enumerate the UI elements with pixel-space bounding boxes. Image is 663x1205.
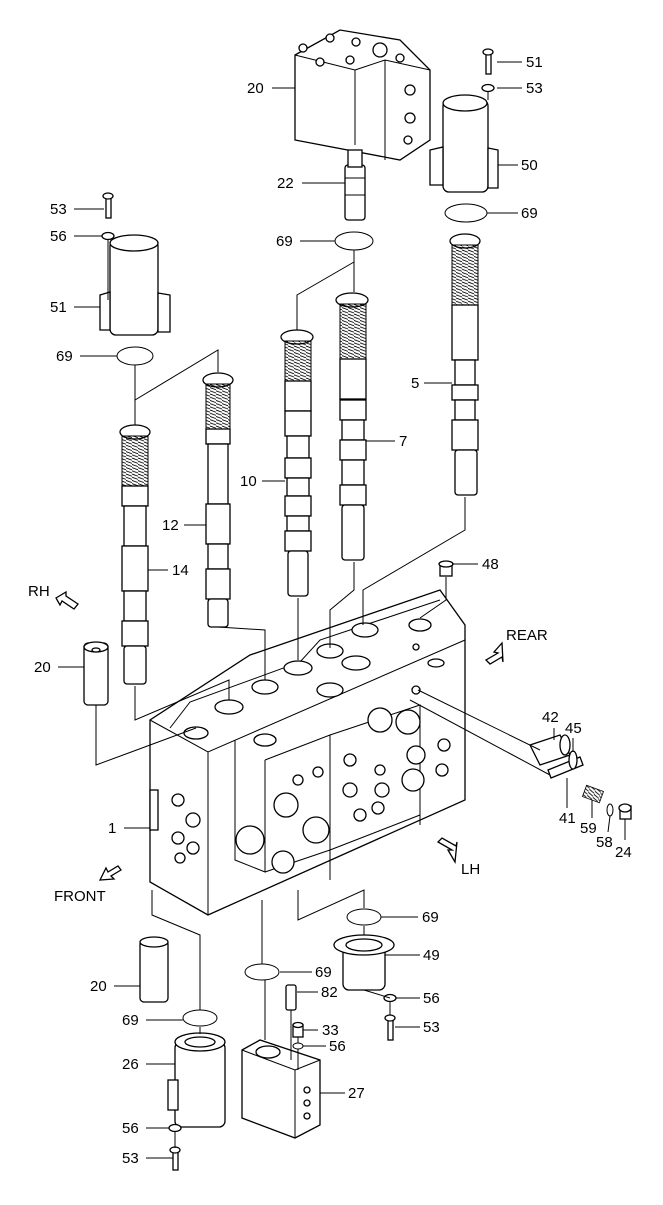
label-56-lower-left: 56: [122, 1120, 139, 1137]
spool-7: [335, 292, 369, 561]
label-26: 22: [277, 175, 294, 192]
pin-82: [285, 984, 297, 1011]
cover-24: [294, 29, 431, 161]
solenoid-51-right: [429, 48, 499, 193]
label-53-lower-right: 53: [423, 1019, 440, 1036]
spool-14: [119, 424, 151, 685]
o-ring-69-left: [116, 346, 154, 366]
label-20-lower: 20: [90, 978, 107, 995]
bolt-53-lower-right: [384, 1014, 396, 1041]
label-22: 26: [122, 1056, 139, 1073]
label-5: 5: [411, 375, 419, 392]
direction-rear: REAR: [506, 627, 548, 644]
label-82: 82: [321, 984, 338, 1001]
label-1: 1: [108, 820, 116, 837]
label-51-left: 51: [50, 299, 67, 316]
label-56-lower-right: 56: [423, 990, 440, 1007]
label-69-center: 69: [276, 233, 293, 250]
plug-20-upper: [83, 641, 109, 706]
label-69-lower-right: 69: [422, 909, 439, 926]
label-69-lower-center: 69: [315, 964, 332, 981]
lh-arrow-icon: [436, 837, 458, 865]
label-69-right: 69: [521, 205, 538, 222]
label-53-left: 53: [50, 201, 67, 218]
o-ring-69-right: [444, 203, 488, 223]
callout-leaders: [58, 61, 626, 1159]
label-51-right: 50: [521, 157, 538, 174]
cover-22: [167, 1032, 226, 1128]
o-ring-59: [292, 1042, 304, 1050]
plug-33: [618, 803, 632, 820]
plug-48: [529, 734, 571, 766]
o-ring-58: [606, 803, 614, 817]
rh-arrow-icon: [55, 590, 79, 610]
label-20-upper: 20: [34, 659, 51, 676]
direction-lh: LH: [461, 861, 480, 878]
washer-56-lower-left: [168, 1123, 182, 1133]
direction-front: FRONT: [54, 888, 106, 905]
label-53-top-right: 51: [526, 54, 543, 71]
label-41: 33: [322, 1022, 339, 1039]
bolt-53-lower-left: [169, 1146, 181, 1171]
spool-5: [449, 233, 481, 496]
spool-10: [280, 329, 314, 597]
label-45: 41: [559, 810, 576, 827]
label-7: 7: [399, 433, 407, 450]
label-10: 10: [240, 473, 257, 490]
label-59: 56: [329, 1038, 346, 1055]
solenoid-51-left: [99, 192, 171, 336]
plug-20-lower: [139, 936, 169, 1003]
plug-41: [292, 1021, 304, 1038]
label-81: 59: [580, 820, 597, 837]
block-27: [241, 1039, 321, 1139]
label-27: 27: [348, 1085, 365, 1102]
label-33: 24: [615, 844, 632, 861]
o-ring-69-center: [334, 231, 374, 251]
spring-81: [581, 784, 605, 804]
label-42: 48: [482, 556, 499, 573]
label-69-lower-left: 69: [122, 1012, 139, 1029]
label-12: 12: [162, 517, 179, 534]
label-14: 14: [172, 562, 189, 579]
spring-49: [568, 750, 578, 770]
label-56-top-right: 53: [526, 80, 543, 97]
assembly-lines: [95, 92, 551, 1148]
o-ring-69-lower-left: [182, 1009, 218, 1027]
rear-arrow-icon: [484, 641, 504, 665]
label-69-left: 69: [56, 348, 73, 365]
front-arrow-icon: [98, 865, 122, 881]
o-ring-69-lower-center: [244, 963, 280, 981]
direction-rh: RH: [28, 583, 50, 600]
spool-26: [344, 149, 366, 221]
check-valve-42: [438, 560, 454, 577]
cover-50: [333, 934, 395, 991]
spool-12: [202, 372, 234, 628]
label-53-lower-left: 53: [122, 1150, 139, 1167]
main-valve-body: [149, 589, 466, 916]
label-56-left: 56: [50, 228, 67, 245]
label-50: 49: [423, 947, 440, 964]
label-49: 45: [565, 720, 582, 737]
label-58: 58: [596, 834, 613, 851]
label-24: 20: [247, 80, 264, 97]
o-ring-69-lower-right: [346, 908, 382, 926]
label-48: 42: [542, 709, 559, 726]
